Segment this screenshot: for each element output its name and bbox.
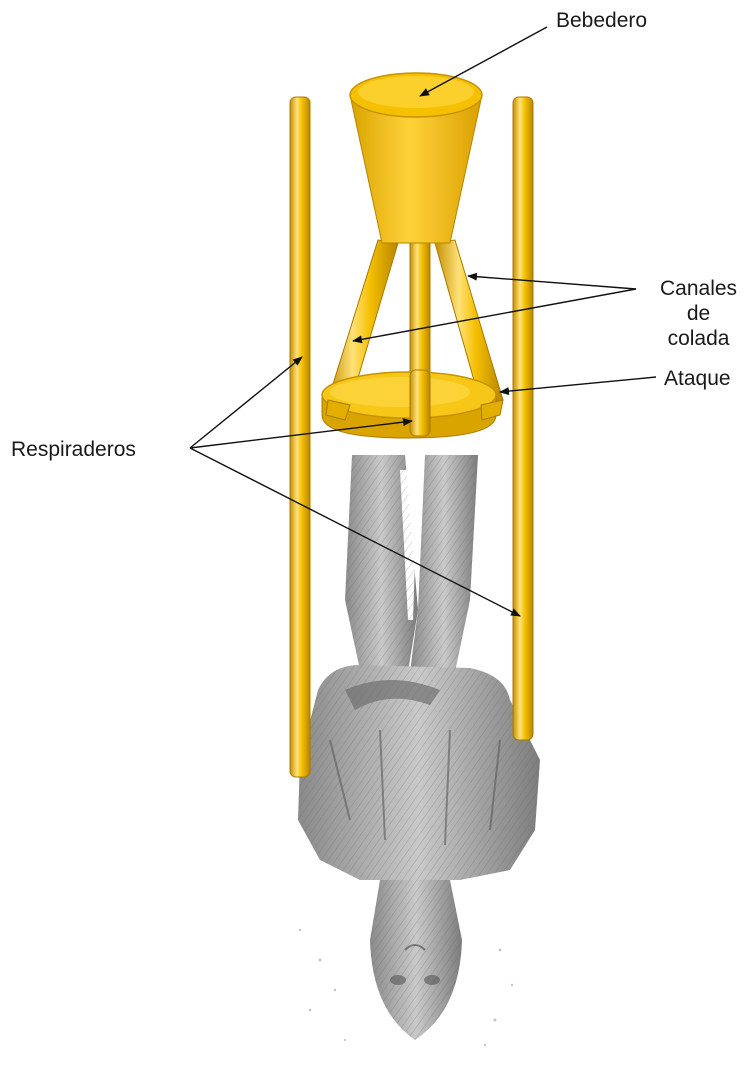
vent-rod-right — [513, 97, 533, 740]
label-canales-line2: de — [660, 301, 737, 326]
label-canales-de-colada: Canales de colada — [660, 276, 737, 351]
inverted-figure — [298, 455, 540, 1046]
label-ataque: Ataque — [664, 366, 731, 391]
arrow-canales-left — [353, 289, 636, 341]
gate-disk — [322, 370, 503, 438]
label-bebedero: Bebedero — [556, 8, 647, 33]
arrow-respiraderos-left — [190, 357, 302, 448]
arrow-canales-right — [468, 276, 636, 289]
vent-rod-left — [290, 97, 310, 777]
label-canales-line3: colada — [660, 326, 737, 351]
sprue-funnel — [350, 73, 482, 243]
label-respiraderos: Respiraderos — [11, 437, 136, 462]
arrow-bebedero — [420, 27, 547, 96]
label-canales-line1: Canales — [660, 276, 737, 301]
